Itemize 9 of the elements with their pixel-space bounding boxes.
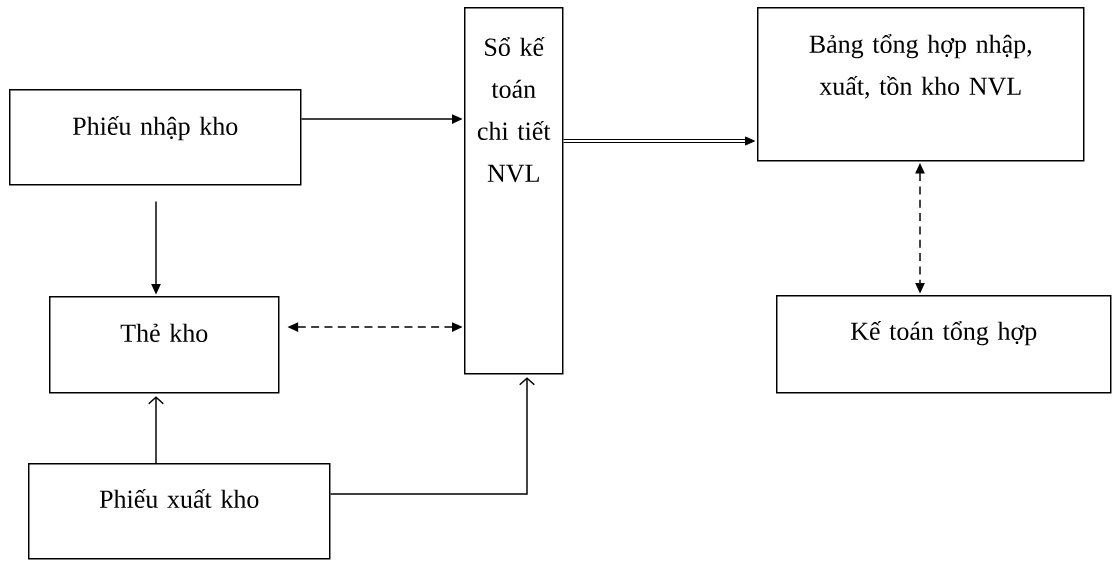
process-box: Bảng tổng hợp nhập, xuất, tồn kho NVL	[757, 7, 1085, 162]
arrow	[147, 396, 165, 464]
arrow	[329, 377, 536, 495]
process-box: Phiếu nhập kho	[9, 89, 302, 186]
process-box: Thẻ kho	[49, 296, 280, 394]
process-box: Sổ kế toán chi tiết NVL	[464, 7, 564, 375]
process-box: Kế toán tổng hợp	[776, 295, 1112, 394]
arrow	[563, 136, 755, 146]
process-box: Phiếu xuất kho	[28, 463, 331, 560]
